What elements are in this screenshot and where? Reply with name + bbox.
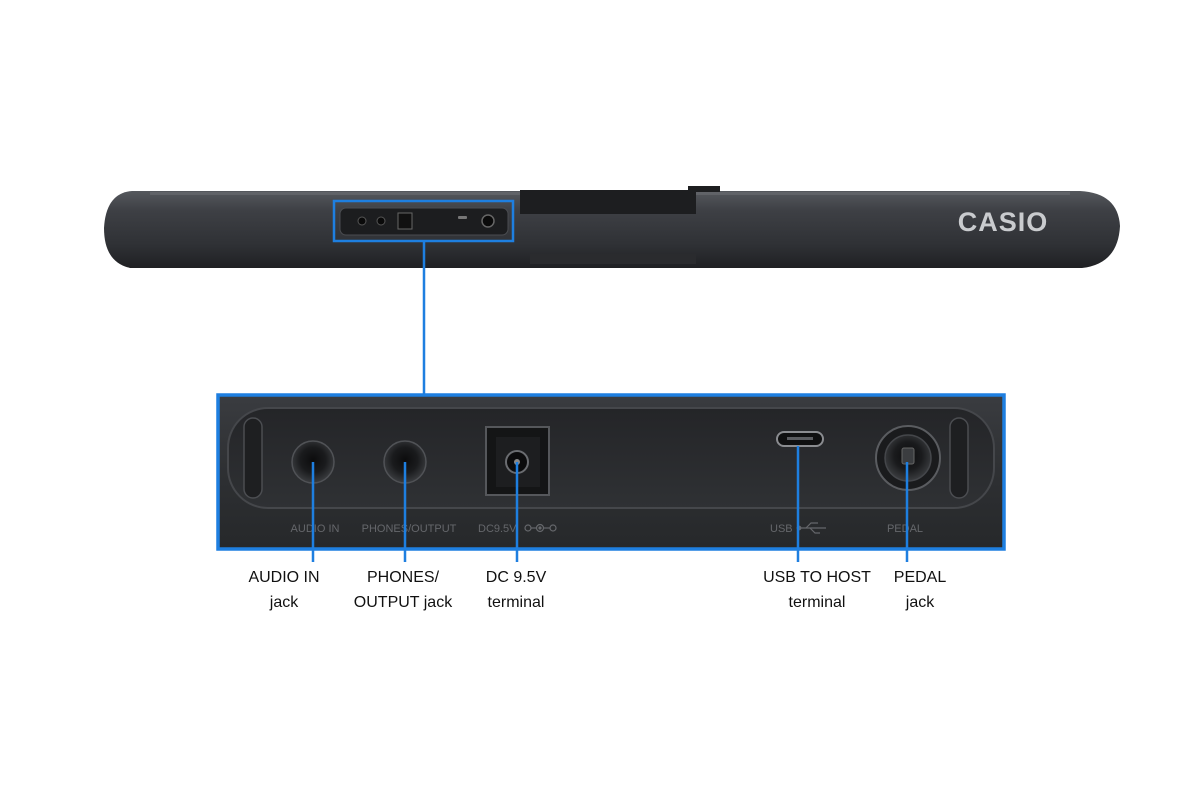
callout-audio-in-line1: AUDIO IN xyxy=(248,569,320,586)
mini-usb-port xyxy=(458,216,467,219)
callout-phones-output-line1: PHONES/ xyxy=(366,569,440,586)
pedal-jack-pin xyxy=(901,447,915,465)
keyboard-rear-view: CASIO xyxy=(104,186,1120,268)
callout-audio-in: AUDIO IN jack xyxy=(248,565,319,615)
callout-audio-in-line2: jack xyxy=(269,594,299,611)
callout-phones-output-line2: OUTPUT jack xyxy=(353,594,453,611)
callout-pedal: PEDAL jack xyxy=(894,565,946,615)
casio-logo: CASIO xyxy=(958,207,1049,237)
keyboard-connector-strip xyxy=(339,207,509,236)
mini-dc-terminal xyxy=(397,212,413,230)
panel-label-usb: USB xyxy=(770,523,793,535)
right-grip xyxy=(949,417,969,499)
mini-audio-in-jack xyxy=(357,216,367,226)
dc-polarity-icon xyxy=(524,523,557,533)
callout-dc-terminal-line2: terminal xyxy=(487,594,545,611)
panel-label-audio-in: AUDIO IN xyxy=(291,523,340,535)
zoom-indicator xyxy=(332,199,515,394)
connector-panel-closeup: AUDIO IN PHONES/OUTPUT DC9.5V USB xyxy=(216,393,1006,551)
panel-label-pedal: PEDAL xyxy=(887,523,923,535)
left-grip xyxy=(243,417,263,499)
body-center-raised-section xyxy=(520,190,696,214)
callout-pedal-line1: PEDAL xyxy=(893,569,947,586)
callout-usb-to-host: USB TO HOST terminal xyxy=(763,565,871,615)
usb-port-tongue xyxy=(787,437,813,440)
panel-label-dc-group: DC9.5V xyxy=(478,523,557,535)
panel-highlight-border xyxy=(216,393,1006,551)
mini-phones-jack xyxy=(376,216,386,226)
callout-pedal-line2: jack xyxy=(905,594,935,611)
body-lower-groove xyxy=(530,254,696,264)
body-center-tab xyxy=(688,186,720,192)
callout-phones-output: PHONES/ OUTPUT jack xyxy=(354,565,452,615)
callout-dc-terminal-line1: DC 9.5V xyxy=(485,569,547,586)
callout-usb-to-host-line2: terminal xyxy=(788,594,846,611)
mini-pedal-jack xyxy=(481,214,495,228)
callout-dc-terminal: DC 9.5V terminal xyxy=(486,565,546,615)
panel-label-phones-output: PHONES/OUTPUT xyxy=(362,523,457,535)
panel-label-dc: DC9.5V xyxy=(478,523,517,535)
callout-usb-to-host-line1: USB TO HOST xyxy=(763,569,871,586)
callout-lines xyxy=(311,446,909,562)
